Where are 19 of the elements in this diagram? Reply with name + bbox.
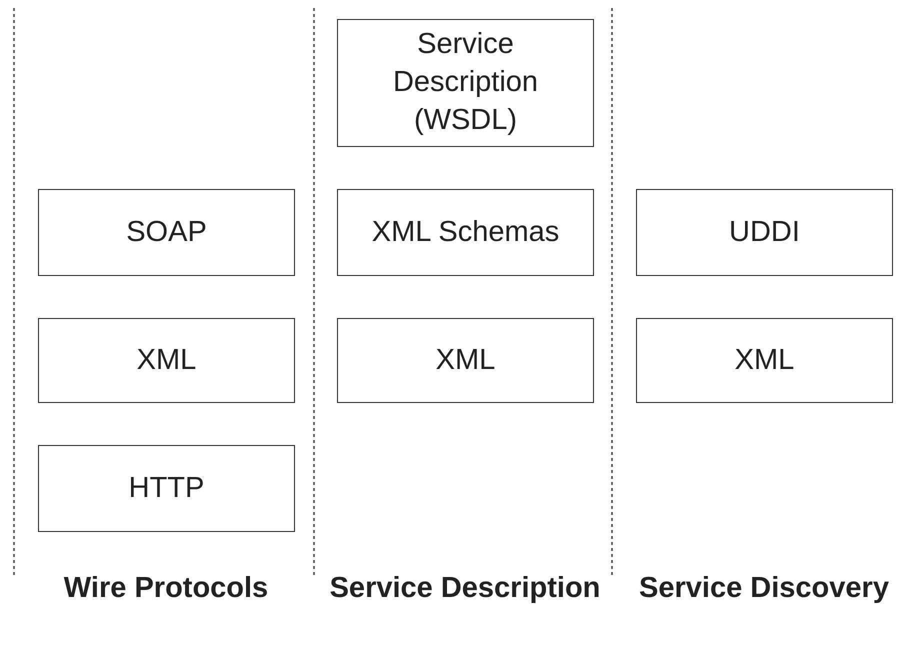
column-heading: Wire Protocols: [62, 571, 270, 606]
box-label: XML: [136, 342, 196, 378]
layer-box: [38, 318, 295, 403]
box-label: XML: [436, 342, 496, 378]
layer-box: [337, 189, 594, 276]
layer-box: [38, 189, 295, 276]
column-heading: Service Description: [328, 571, 602, 606]
box-label: XML Schemas: [372, 214, 560, 250]
box-label: SOAP: [126, 214, 207, 250]
layer-box: [636, 189, 893, 276]
layer-box: [337, 318, 594, 403]
layer-box: [337, 19, 594, 147]
layer-box: [38, 445, 295, 532]
box-label: XML: [734, 342, 794, 378]
box-label: HTTP: [128, 470, 204, 506]
box-label: Service Description (WSDL): [392, 27, 540, 138]
column-heading: Service Discovery: [638, 571, 890, 606]
box-label: UDDI: [729, 214, 800, 250]
layer-box: [636, 318, 893, 403]
